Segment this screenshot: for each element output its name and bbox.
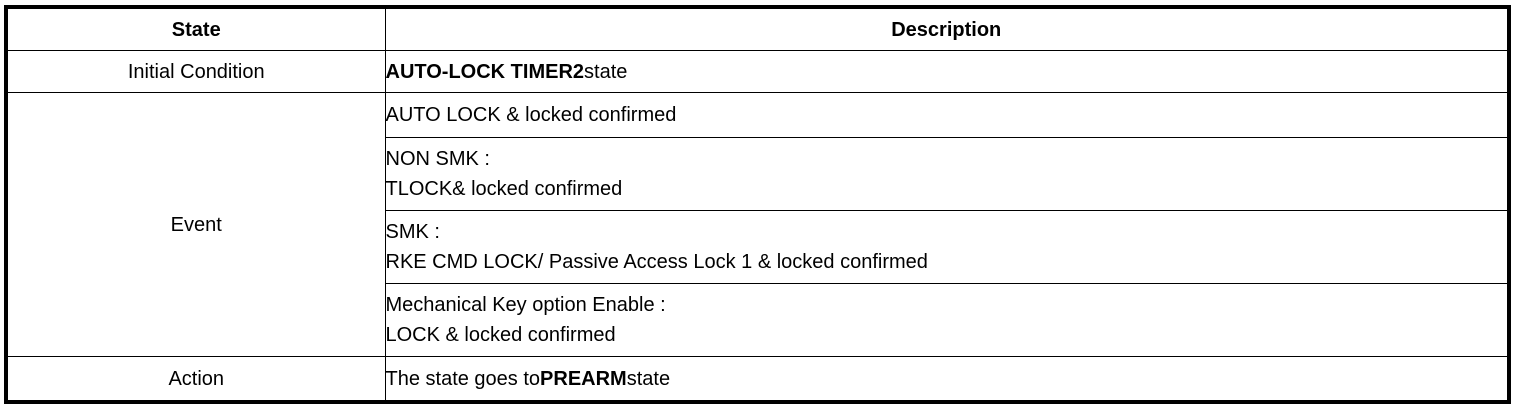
event-3-line-1: SMK : xyxy=(385,221,440,243)
initial-condition-description: AUTO-LOCK TIMER2state xyxy=(386,57,1508,87)
state-label-action: Action xyxy=(5,356,386,403)
header-label-state: State xyxy=(171,18,221,41)
table-row-event-3: SMK : RKE CMD LOCK/ Passive Access Lock … xyxy=(6,210,1510,284)
action-label: Action xyxy=(168,367,225,390)
header-cell-state: State xyxy=(5,6,386,51)
action-description: The state goes toPREARMstate xyxy=(386,364,1508,394)
table-row-action: Action The state goes toPREARMstate xyxy=(5,356,1510,403)
header-label-description: Description xyxy=(891,18,1002,41)
event-1-line-1: AUTO LOCK & locked confirmed xyxy=(385,104,677,126)
initial-condition-state-name: AUTO-LOCK TIMER2 xyxy=(385,60,585,83)
event-4-line-2: LOCK & locked confirmed xyxy=(385,324,616,346)
description-event-4: Mechanical Key option Enable : LOCK & lo… xyxy=(384,283,1510,357)
description-initial-condition: AUTO-LOCK TIMER2state xyxy=(384,50,1510,93)
table-row-initial-condition: Initial Condition AUTO-LOCK TIMER2state xyxy=(5,50,1510,93)
state-label-initial-condition: Initial Condition xyxy=(5,50,386,93)
event-4-line-1: Mechanical Key option Enable : xyxy=(385,294,666,316)
event-2-line-1: NON SMK : xyxy=(385,148,490,170)
table-header-row: State Description xyxy=(5,6,1510,51)
header-cell-description: Description xyxy=(384,6,1510,51)
description-event-3: SMK : RKE CMD LOCK/ Passive Access Lock … xyxy=(384,210,1510,284)
action-suffix: state xyxy=(626,367,671,390)
description-event-1: AUTO LOCK & locked confirmed xyxy=(384,92,1510,138)
table-row-event-2: NON SMK : TLOCK& locked confirmed xyxy=(6,137,1510,211)
table-row-event-4: Mechanical Key option Enable : LOCK & lo… xyxy=(6,283,1510,357)
initial-condition-label: Initial Condition xyxy=(127,60,265,83)
description-action: The state goes toPREARMstate xyxy=(384,356,1510,403)
state-label-event: Event xyxy=(5,92,386,357)
event-3-line-2: RKE CMD LOCK/ Passive Access Lock 1 & lo… xyxy=(385,251,928,273)
action-state-name: PREARM xyxy=(540,367,627,390)
table-row-event-1: Event AUTO LOCK & locked confirmed xyxy=(5,92,1510,357)
event-2-line-2: TLOCK& locked confirmed xyxy=(385,178,623,200)
action-prefix: The state goes to xyxy=(385,367,541,390)
state-description-table: State Description Initial Condition AUTO… xyxy=(4,5,1511,404)
description-event-2: NON SMK : TLOCK& locked confirmed xyxy=(384,137,1510,211)
event-label: Event xyxy=(170,213,222,236)
initial-condition-suffix: state xyxy=(584,60,628,83)
